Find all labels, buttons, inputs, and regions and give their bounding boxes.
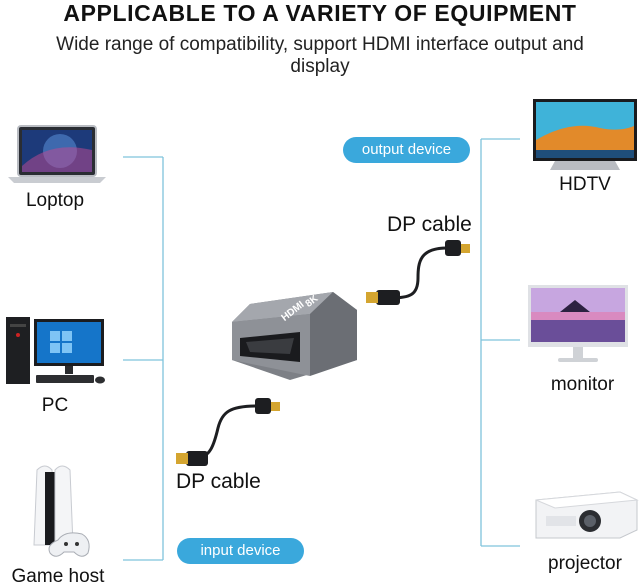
game-console-icon [33,465,90,557]
monitor-icon [528,285,628,362]
page-title: APPLICABLE TO A VARIETY OF EQUIPMENT [63,0,577,26]
page-subtitle: Wide range of compatibility, support HDM… [56,34,584,77]
tv-icon [533,99,637,170]
input-device-label-game-host: Game host [11,566,105,587]
input-device-label-laptop: Loptop [25,190,85,211]
output-device-badge: output device [343,137,470,163]
input-device-badge: input device [177,538,304,564]
output-device-label-projector: projector [548,553,622,574]
laptop-icon [8,125,106,183]
dp-cable-bottom [176,398,280,466]
cable-label-top: DP cable [387,213,472,236]
dp-cable-top [366,240,470,305]
output-connector-lines [480,138,520,547]
output-device-label-monitor: monitor [550,374,615,395]
cable-label-bottom: DP cable [176,470,261,493]
input-device-label-pc: PC [41,395,69,416]
output-device-label-hdtv: HDTV [559,174,611,195]
hdmi-adapter-icon [232,292,357,380]
projector-icon [535,491,639,539]
desktop-pc-icon [6,317,105,384]
input-connector-lines [123,156,164,561]
